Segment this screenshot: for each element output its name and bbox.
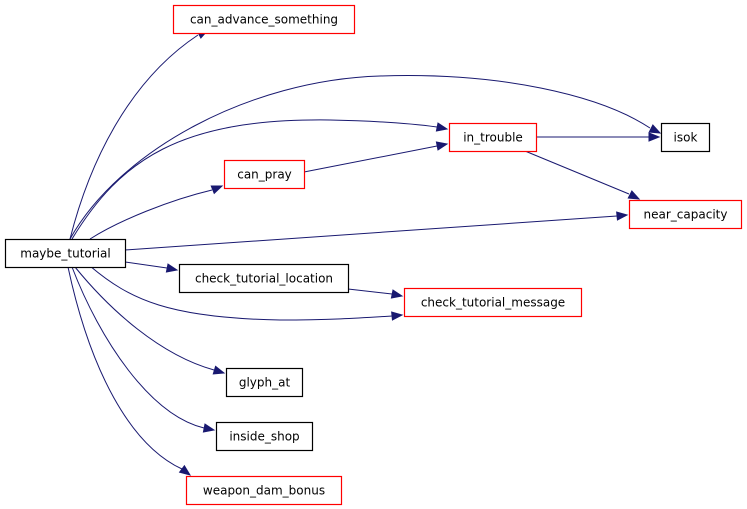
edge-maybe_tutorial-to-inside_shop <box>71 266 216 433</box>
node-label: in_trouble <box>463 131 523 145</box>
node-weapon-dam-bonus[interactable]: weapon_dam_bonus <box>185 475 343 506</box>
node-label: check_tutorial_message <box>421 296 565 310</box>
node-isok[interactable]: isok <box>660 122 711 153</box>
edge-arrowhead <box>212 365 226 375</box>
edge-arrowhead <box>202 423 216 433</box>
node-can-advance-something[interactable]: can_advance_something <box>172 4 356 35</box>
edge-arrowhead <box>648 124 662 134</box>
edge-arrowhead <box>165 263 179 273</box>
edge-maybe_tutorial-to-check_tutorial_location <box>124 261 179 273</box>
node-label: can_pray <box>237 168 292 182</box>
edge-arrowhead <box>210 185 224 195</box>
edge-maybe_tutorial-to-weapon_dam_bonus <box>67 266 192 476</box>
node-box[interactable] <box>448 122 538 153</box>
edge-line <box>71 119 438 240</box>
edge-can_pray-to-in_trouble <box>303 141 449 173</box>
node-box[interactable] <box>223 159 306 190</box>
node-glyph-at[interactable]: glyph_at <box>225 367 304 398</box>
node-box[interactable] <box>225 367 304 398</box>
edge-arrowhead <box>391 311 404 321</box>
node-in-trouble[interactable]: in_trouble <box>448 122 538 153</box>
node-near-capacity[interactable]: near_capacity <box>628 199 743 230</box>
edge-line <box>124 215 618 251</box>
node-check-tutorial-location[interactable]: check_tutorial_location <box>178 263 350 294</box>
edge-line <box>69 75 651 240</box>
node-box[interactable] <box>178 263 350 294</box>
edge-maybe_tutorial-to-check_tutorial_message <box>89 265 404 321</box>
edge-line <box>303 145 438 173</box>
edge-in_trouble-to-near_capacity <box>524 150 641 200</box>
edge-maybe_tutorial-to-near_capacity <box>124 211 629 251</box>
edge-check_tutorial_location-to-check_tutorial_message <box>347 288 404 299</box>
edge-maybe_tutorial-to-in_trouble <box>71 119 449 240</box>
node-label: check_tutorial_location <box>195 272 333 286</box>
node-box[interactable] <box>215 421 314 452</box>
edge-line <box>74 266 215 371</box>
node-label: isok <box>674 131 698 145</box>
edge-arrowhead <box>627 190 641 200</box>
node-box[interactable] <box>185 475 343 506</box>
node-box[interactable] <box>628 199 743 230</box>
node-can-pray[interactable]: can_pray <box>223 159 306 190</box>
edge-in_trouble-to-isok <box>536 132 661 142</box>
edge-arrowhead <box>390 289 404 299</box>
edge-line <box>69 34 199 240</box>
edge-arrowhead <box>648 132 661 142</box>
node-label: weapon_dam_bonus <box>203 484 325 498</box>
edge-maybe_tutorial-to-can_advance_something <box>69 29 210 240</box>
edge-line <box>67 266 183 470</box>
node-box[interactable] <box>403 287 583 318</box>
node-label: maybe_tutorial <box>20 247 110 261</box>
edge-maybe_tutorial-to-can_pray <box>89 185 224 240</box>
node-box[interactable] <box>172 4 356 35</box>
node-box[interactable] <box>660 122 711 153</box>
edge-arrowhead <box>178 464 192 476</box>
edge-line <box>524 150 630 195</box>
edge-line <box>71 266 205 429</box>
node-label: inside_shop <box>229 430 299 444</box>
node-check-tutorial-message[interactable]: check_tutorial_message <box>403 287 583 318</box>
node-label: glyph_at <box>239 376 291 390</box>
edge-line <box>347 288 393 295</box>
node-box[interactable] <box>4 238 127 269</box>
node-inside-shop[interactable]: inside_shop <box>215 421 314 452</box>
edge-line <box>89 265 393 321</box>
edge-arrowhead <box>435 122 449 132</box>
edge-line <box>124 261 168 269</box>
edge-maybe_tutorial-to-glyph_at <box>74 266 226 375</box>
node-label: near_capacity <box>644 208 728 222</box>
edge-arrowhead <box>435 141 449 151</box>
node-maybe-tutorial[interactable]: maybe_tutorial <box>4 238 127 269</box>
edge-arrowhead <box>616 211 629 221</box>
edge-line <box>89 189 213 240</box>
node-label: can_advance_something <box>190 13 338 27</box>
edges-layer <box>67 29 662 476</box>
edge-maybe_tutorial-to-isok <box>69 75 662 240</box>
